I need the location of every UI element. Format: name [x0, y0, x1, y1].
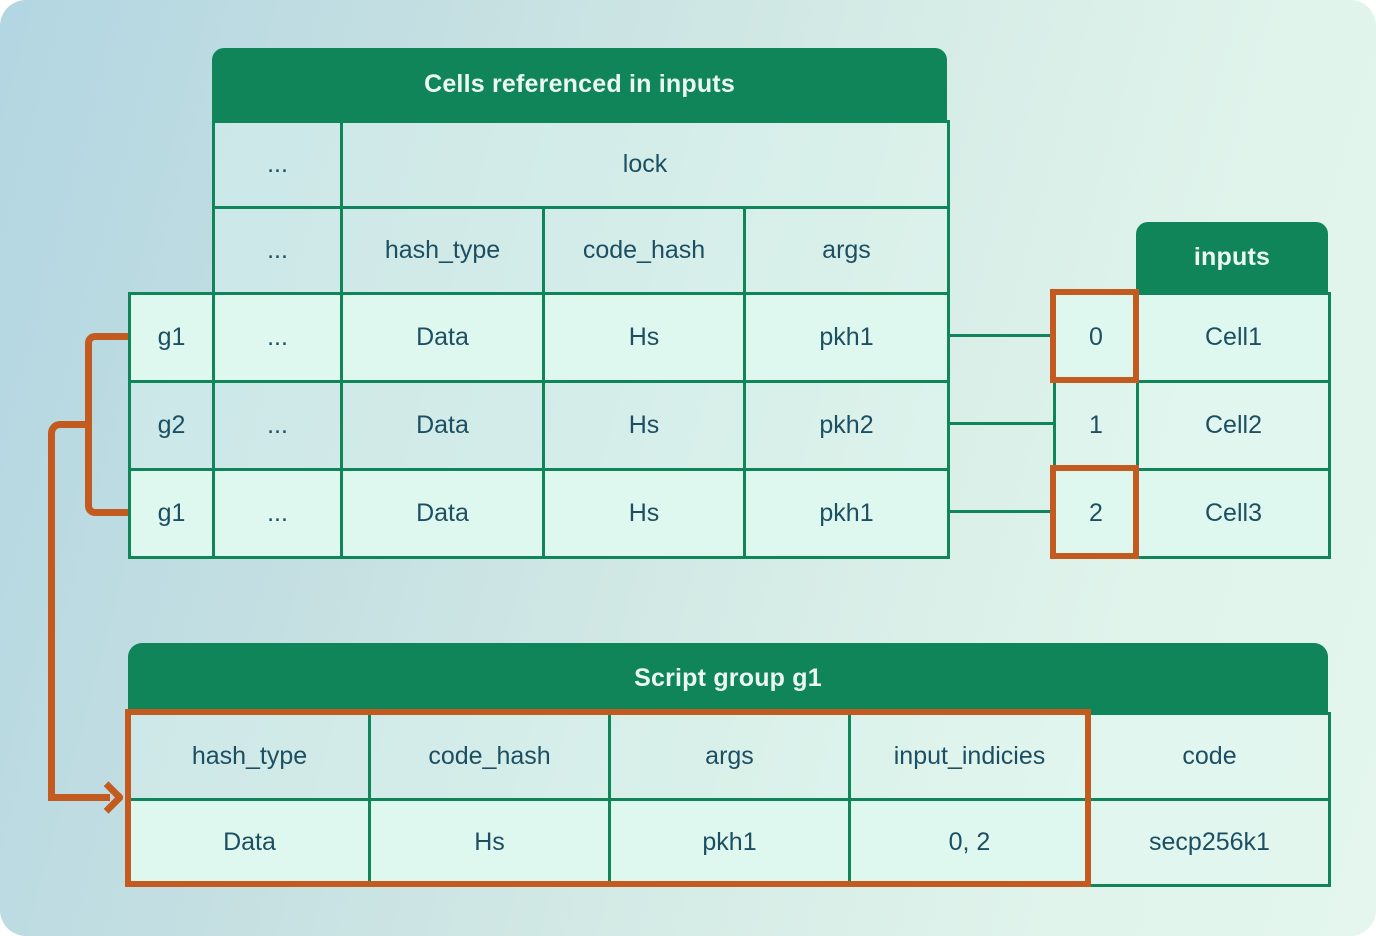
- cell-code-hash: Hs: [542, 292, 746, 383]
- inputs-row-0: 0 Cell1: [1053, 292, 1331, 383]
- column-header-code-hash: code_hash: [368, 712, 611, 801]
- script-group-data-row: Data Hs pkh1 0, 2 secp256k1: [128, 798, 1331, 887]
- spacer-cell: [130, 208, 214, 294]
- script-group-table: hash_type code_hash args input_indicies …: [128, 712, 1331, 887]
- cell-code-hash: Hs: [542, 380, 746, 471]
- cell-args: pkh1: [743, 292, 950, 383]
- connector-line-row2: [947, 510, 1053, 513]
- script-group-header-row: hash_type code_hash args input_indicies …: [128, 712, 1331, 801]
- arrow-shaft: [48, 794, 110, 801]
- inputs-table: 0 Cell1 1 Cell2 2 Cell3: [1053, 292, 1331, 559]
- cell-input-index-2: 2: [1053, 468, 1139, 559]
- spacer-cell: [130, 122, 214, 208]
- cell-input-index-1: 1: [1053, 380, 1139, 471]
- cell-dots: ...: [212, 206, 343, 295]
- connector-line-row0: [947, 334, 1053, 337]
- cell-input-cell1: Cell1: [1136, 292, 1331, 383]
- cell-args: pkh2: [743, 380, 950, 471]
- cell-hash-type-value: Data: [128, 798, 371, 887]
- column-header-input-indicies: input_indicies: [848, 712, 1091, 801]
- column-header-hash-type: hash_type: [128, 712, 371, 801]
- column-header-code: code: [1088, 712, 1331, 801]
- cell-dots: ...: [212, 292, 343, 383]
- main-table-title: Cells referenced in inputs: [212, 48, 947, 121]
- cell-input-cell2: Cell2: [1136, 380, 1331, 471]
- cell-dots: ...: [212, 468, 343, 559]
- cell-group-label: g2: [128, 380, 215, 471]
- inputs-row-2: 2 Cell3: [1053, 468, 1331, 559]
- column-header-hash-type: hash_type: [340, 206, 545, 295]
- inputs-table-title-label: inputs: [1193, 243, 1271, 271]
- inputs-table-title: inputs: [1136, 222, 1328, 293]
- inputs-row-1: 1 Cell2: [1053, 380, 1331, 471]
- table-row-g1-b: g1 ... Data Hs pkh1: [128, 468, 950, 559]
- main-table-lock-row: ... lock: [130, 120, 950, 209]
- main-table-title-label: Cells referenced in inputs: [424, 70, 735, 98]
- cell-hash-type: Data: [340, 292, 545, 383]
- cell-code-hash: Hs: [542, 468, 746, 559]
- script-group-table-title: Script group g1: [128, 643, 1328, 713]
- connector-line-row1: [947, 422, 1053, 425]
- table-row-g2: g2 ... Data Hs pkh2: [128, 380, 950, 471]
- column-header-args: args: [608, 712, 851, 801]
- cell-code-hash-value: Hs: [368, 798, 611, 887]
- column-header-args: args: [743, 206, 950, 295]
- bracket-to-table-connector: [48, 421, 85, 801]
- cell-dots: ...: [212, 120, 343, 209]
- table-row-g1-a: g1 ... Data Hs pkh1: [128, 292, 950, 383]
- cell-hash-type: Data: [340, 468, 545, 559]
- column-header-code-hash: code_hash: [542, 206, 746, 295]
- main-table: ... lock ... hash_type code_hash args g1…: [128, 120, 950, 559]
- cell-input-index-0: 0: [1053, 292, 1139, 383]
- cell-group-label: g1: [128, 468, 215, 559]
- cell-input-indicies-value: 0, 2: [848, 798, 1091, 887]
- cell-args: pkh1: [743, 468, 950, 559]
- cell-code-value: secp256k1: [1088, 798, 1331, 887]
- cell-args-value: pkh1: [608, 798, 851, 887]
- cell-group-label: g1: [128, 292, 215, 383]
- cell-hash-type: Data: [340, 380, 545, 471]
- cell-lock: lock: [340, 120, 950, 209]
- script-group-title-label: Script group g1: [634, 663, 822, 692]
- g1-rows-bracket: [85, 333, 128, 516]
- main-table-subheader-row: ... hash_type code_hash args: [130, 206, 950, 295]
- cell-dots: ...: [212, 380, 343, 471]
- cell-input-cell3: Cell3: [1136, 468, 1331, 559]
